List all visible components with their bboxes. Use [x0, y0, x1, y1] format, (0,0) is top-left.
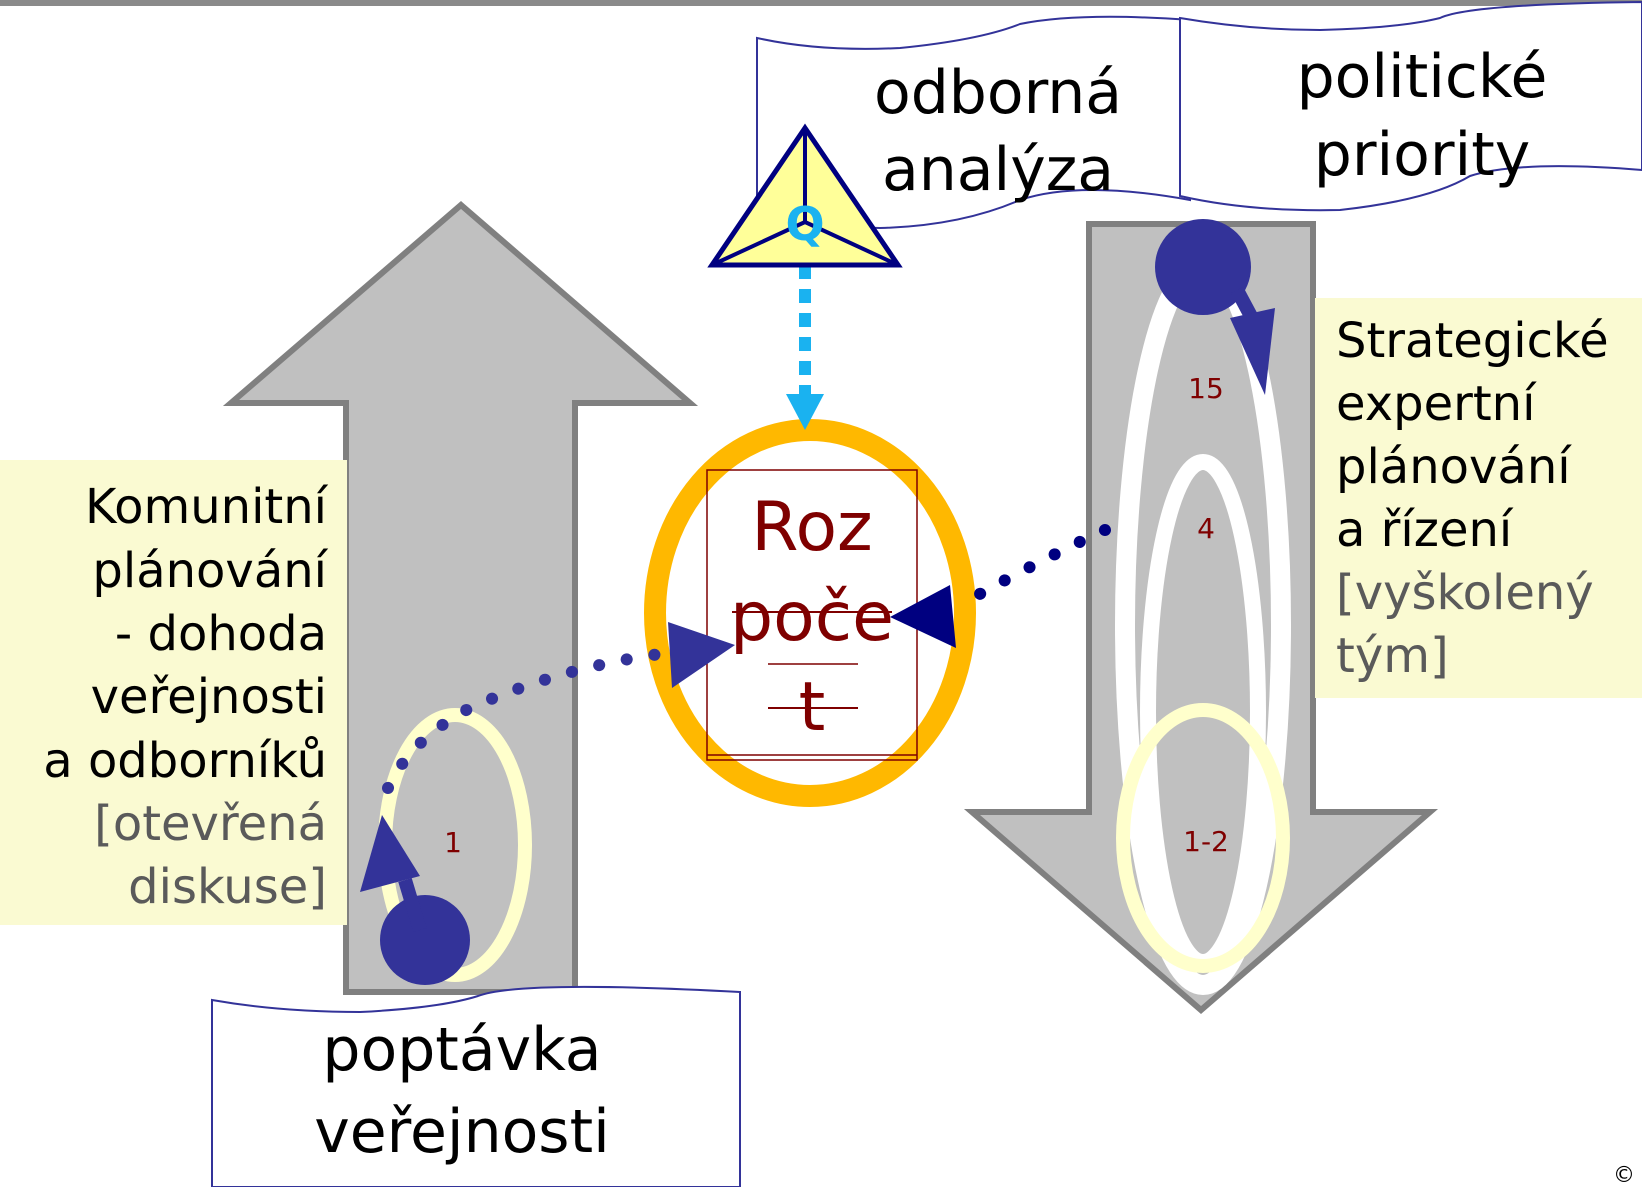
num-4: 4	[1197, 512, 1215, 545]
left-connector-arrowhead	[668, 622, 735, 688]
politicke-label: politické priority	[1297, 42, 1548, 190]
right-start-dot	[1155, 219, 1251, 315]
komunitni-label: Komunitní plánování - dohoda veřejnosti …	[43, 479, 328, 789]
doc-politicke-priority	[1179, 0, 1642, 212]
komunitni-note-line-1: [otevřená	[94, 796, 327, 852]
strategicke-line-1: Strategické	[1336, 313, 1609, 369]
politicke-line-1: politické	[1297, 42, 1548, 112]
down-arrow	[963, 221, 1439, 1014]
komunitni-line-5: a odborníků	[43, 733, 327, 789]
strategicke-line-4: a řízení	[1336, 502, 1514, 558]
komunitni-note-line-2: diskuse]	[128, 859, 327, 915]
triangle-spoke-left	[711, 220, 806, 267]
odborna-line-1: odborná	[874, 58, 1122, 128]
komunitni-line-2: plánování	[92, 543, 328, 599]
right-start-arrowhead	[1230, 308, 1275, 395]
rozpocet-line-1: Roz	[751, 488, 873, 567]
rozpocet-label: Roz poče t	[730, 488, 894, 747]
odborna-label: odborná analýza	[874, 58, 1122, 205]
triangle-letter: Q	[785, 197, 824, 251]
num-15: 15	[1188, 372, 1224, 405]
right-cycle-ellipse	[1116, 703, 1290, 973]
up-arrow	[222, 201, 699, 995]
strategicke-box	[1315, 298, 1642, 698]
politicke-line-2: priority	[1314, 120, 1531, 190]
odborna-line-2: analýza	[882, 135, 1114, 205]
strategicke-note-line-1: [vyškolený	[1336, 565, 1594, 621]
left-start-arrowhead	[360, 815, 420, 892]
left-start-arrow	[398, 877, 427, 933]
komunitni-line-4: veřejnosti	[91, 669, 327, 725]
left-start-dot	[380, 895, 470, 985]
triangle-spoke-right	[804, 220, 899, 267]
strategicke-label: Strategické expertní plánování a řízení	[1336, 313, 1609, 558]
doc-poptavka-verejnosti	[211, 985, 741, 1187]
doc-odborna-analyza	[756, 15, 1191, 230]
poptavka-line-2: veřejnosti	[314, 1097, 610, 1167]
komunitni-note: [otevřená diskuse]	[94, 796, 327, 915]
poptavka-label: poptávka veřejnosti	[314, 1015, 610, 1167]
top-bar	[0, 0, 1642, 6]
copyright-mark: ©	[1613, 1163, 1635, 1187]
right-connector-arrowhead	[890, 585, 956, 648]
strategicke-note-line-2: tým]	[1336, 628, 1449, 684]
komunitni-line-3: - dohoda	[115, 606, 327, 662]
rozpocet-line-2: poče	[730, 578, 894, 657]
komunitni-box	[0, 460, 347, 925]
poptavka-line-1: poptávka	[322, 1015, 601, 1085]
komunitni-line-1: Komunitní	[85, 479, 329, 535]
strategicke-note: [vyškolený tým]	[1336, 565, 1594, 684]
strategicke-line-3: plánování	[1336, 439, 1572, 495]
cycle-numbers: 1 15 4 1-2	[444, 372, 1229, 859]
cyan-arrowhead	[786, 394, 824, 430]
num-1-2: 1-2	[1183, 825, 1229, 858]
strategicke-line-2: expertní	[1336, 376, 1537, 432]
num-1: 1	[444, 826, 462, 859]
right-dotted-connector	[954, 524, 1111, 611]
